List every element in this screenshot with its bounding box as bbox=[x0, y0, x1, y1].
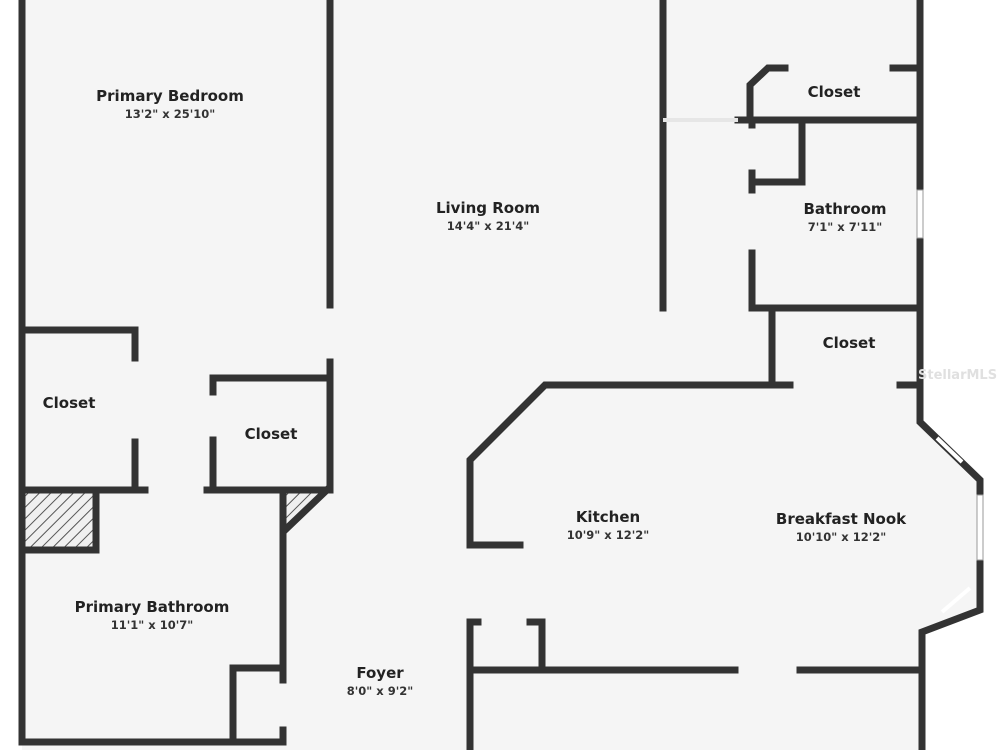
room-name: Living Room bbox=[435, 199, 541, 217]
room-name: Primary Bathroom bbox=[74, 598, 230, 616]
closet-label: Closet bbox=[42, 394, 96, 412]
closet-label: Closet bbox=[244, 425, 298, 443]
room-dimensions: 10'9" x 12'2" bbox=[566, 528, 650, 542]
room-breakfast-nook: Breakfast Nook 10'10" x 12'2" bbox=[776, 510, 906, 544]
floor-area bbox=[22, 0, 980, 750]
room-name: Bathroom bbox=[803, 200, 887, 218]
windows bbox=[663, 118, 984, 614]
room-dimensions: 8'0" x 9'2" bbox=[346, 684, 414, 698]
room-name: Primary Bedroom bbox=[96, 87, 244, 105]
room-foyer: Foyer 8'0" x 9'2" bbox=[347, 664, 413, 698]
room-dimensions: 11'1" x 10'7" bbox=[110, 618, 194, 632]
room-primary-bedroom: Primary Bedroom 13'2" x 25'10" bbox=[96, 87, 244, 121]
walls bbox=[18, 0, 984, 750]
room-kitchen: Kitchen 10'9" x 12'2" bbox=[567, 508, 649, 542]
room-name: Kitchen bbox=[575, 508, 641, 526]
room-dimensions: 13'2" x 25'10" bbox=[124, 107, 216, 121]
closet-label: Closet bbox=[807, 83, 861, 101]
closet-label: Closet bbox=[822, 334, 876, 352]
room-dimensions: 14'4" x 21'4" bbox=[446, 219, 530, 233]
room-primary-bathroom: Primary Bathroom 11'1" x 10'7" bbox=[75, 598, 230, 632]
room-dimensions: 7'1" x 7'11" bbox=[807, 220, 883, 234]
room-bathroom: Bathroom 7'1" x 7'11" bbox=[803, 200, 886, 234]
watermark: StellarMLS bbox=[918, 368, 998, 383]
hatched-shaft bbox=[25, 493, 93, 547]
room-name: Foyer bbox=[356, 664, 404, 682]
room-living-room: Living Room 14'4" x 21'4" bbox=[436, 199, 540, 233]
room-name: Breakfast Nook bbox=[775, 510, 907, 528]
room-dimensions: 10'10" x 12'2" bbox=[795, 530, 887, 544]
